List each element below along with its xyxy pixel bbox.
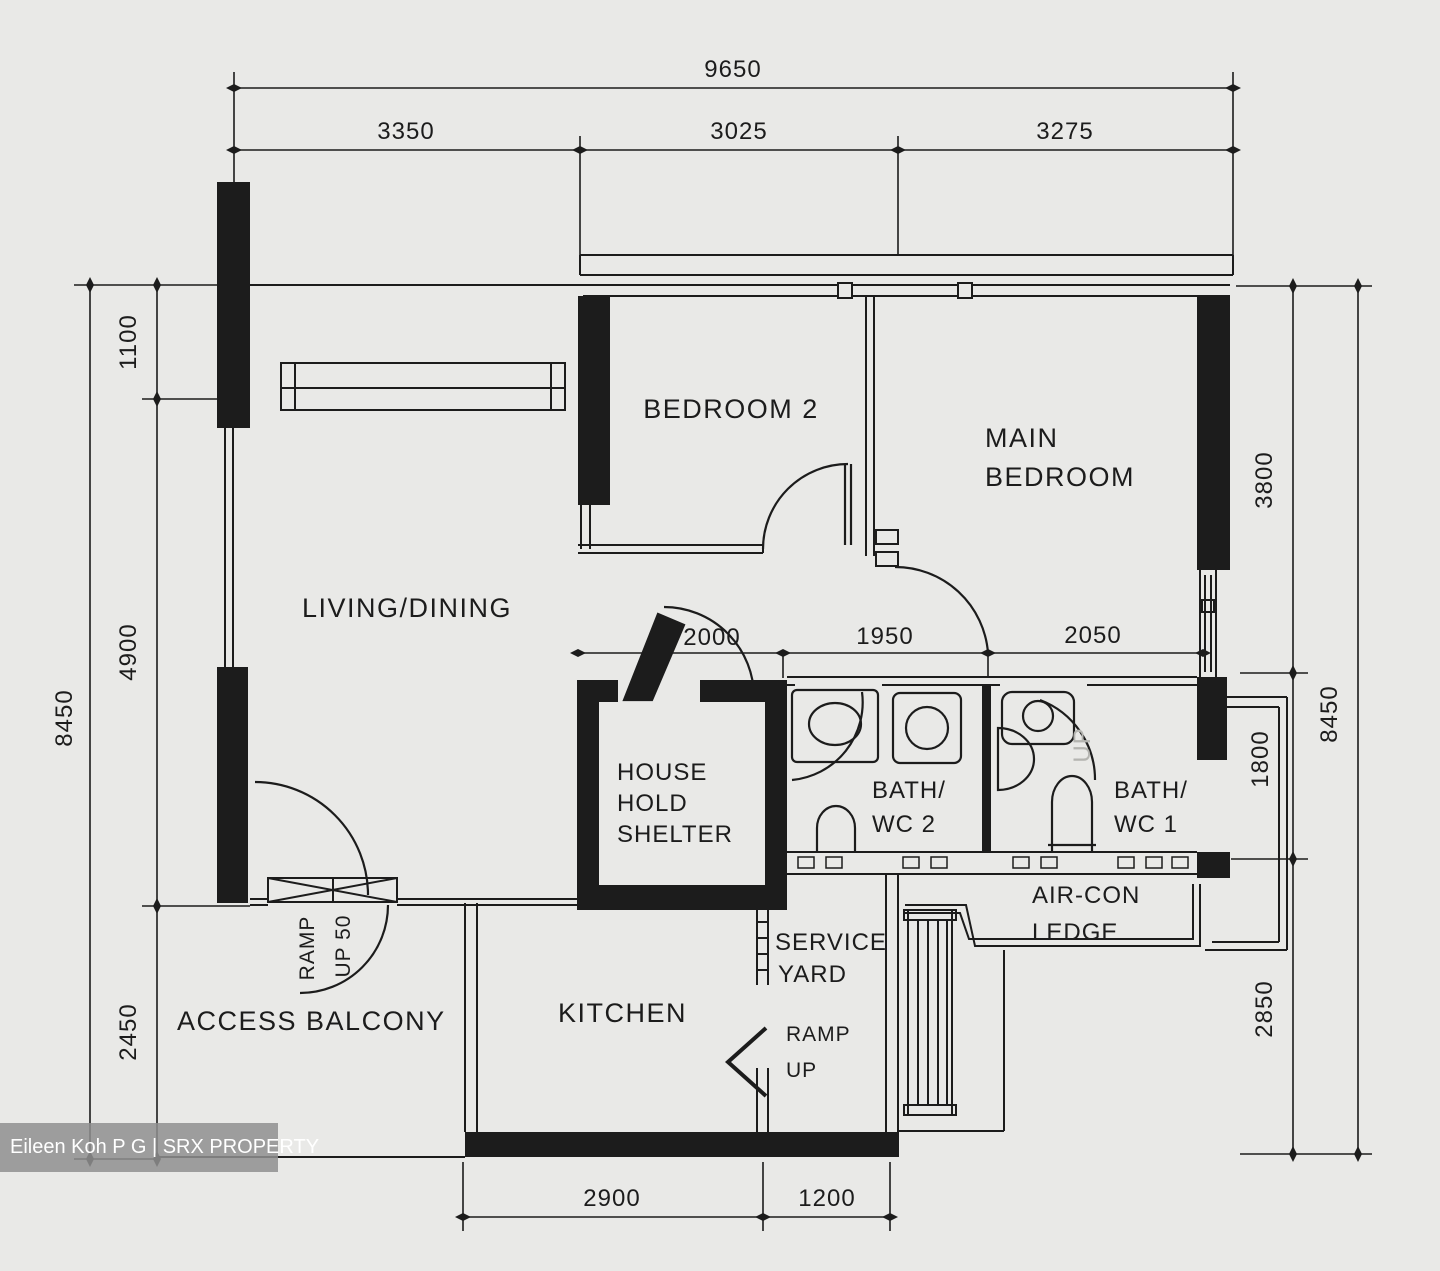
label-service-ramp-2: UP [786, 1059, 817, 1082]
room-label-shelter-1: HOUSE [617, 759, 707, 786]
shelter-door-arc [663, 605, 756, 698]
doors [254, 462, 1097, 995]
dim-right-seg2: 1800 [1247, 730, 1274, 787]
bath1-door-leaf [996, 726, 1036, 792]
walls [217, 182, 1230, 1157]
label-entrance-ramp-2: UP 50 [332, 915, 355, 978]
label-service-ramp-1: RAMP [786, 1023, 851, 1046]
room-label-bath1-1: BATH/ [1114, 777, 1188, 804]
bath2-shower [891, 691, 963, 765]
entrance-door-arc [254, 780, 370, 896]
dim-right-seg1: 3800 [1251, 451, 1278, 508]
room-label-aircon-2: LEDGE [1032, 919, 1118, 946]
wall-main-bedroom-right-upper [1197, 296, 1230, 570]
main-bedroom-door-arc [894, 565, 990, 654]
room-label-aircon-1: AIR-CON [1032, 882, 1140, 909]
shelter-door-leaf [622, 612, 686, 702]
bedroom2-door-arc [761, 462, 849, 550]
dim-interior-seg3: 2050 [1064, 622, 1121, 649]
wall-bath-divider [982, 685, 991, 852]
balcony-door-arc [299, 904, 390, 995]
label-entrance-ramp-1: RAMP [296, 916, 319, 981]
dim-left-seg1: 1100 [115, 314, 142, 370]
room-label-bath2-1: BATH/ [872, 777, 946, 804]
labels: 9650 3350 3025 3275 8450 1100 4900 2450 … [51, 56, 1343, 1212]
dim-top-seg3: 3275 [1036, 118, 1093, 145]
wall-column-top-left [217, 182, 250, 428]
room-label-service-yard-1: SERVICE [775, 929, 887, 956]
bath1-toilet [1050, 774, 1094, 852]
room-label-bedroom2: BEDROOM 2 [643, 394, 819, 424]
dim-interior-seg1: 2000 [683, 624, 740, 651]
room-label-service-yard-2: YARD [778, 961, 847, 988]
ledge-ladder [903, 909, 957, 1116]
bath2-vanity [790, 688, 880, 764]
wall-kitchen-bottom [465, 1132, 898, 1157]
dim-bottom-seg1: 2900 [583, 1185, 640, 1212]
room-label-bath2-2: WC 2 [872, 811, 936, 838]
bath2-shower-drain [904, 705, 950, 751]
bath1-vanity [1000, 690, 1076, 746]
bath2-toilet [815, 804, 857, 852]
room-label-shelter-3: SHELTER [617, 821, 733, 848]
room-label-kitchen: KITCHEN [558, 998, 687, 1028]
bath2-basin [807, 701, 863, 747]
wall-ledge-corner [1197, 852, 1230, 878]
dim-bottom-seg2: 1200 [798, 1185, 855, 1212]
wall-bedroom2-left [578, 296, 610, 505]
watermark: Eileen Koh P G | SRX PROPERTY [0, 1123, 319, 1172]
wall-lines [157, 254, 1288, 1158]
room-label-main-bedroom-2: BEDROOM [985, 462, 1135, 492]
dim-left-seg2: 4900 [115, 623, 142, 680]
fixtures [790, 688, 1096, 852]
bath2-door-arc [791, 691, 864, 782]
room-label-access-balcony: ACCESS BALCONY [177, 1006, 446, 1036]
vent-hatches [797, 856, 1189, 869]
dim-top-seg2: 3025 [710, 118, 767, 145]
room-label-bath1-2: WC 1 [1114, 811, 1178, 838]
dim-right-overall: 8450 [1316, 685, 1343, 742]
wall-main-bedroom-right-lower [1197, 677, 1227, 760]
dim-left-seg3: 2450 [115, 1003, 142, 1060]
dim-interior-seg2: 1950 [856, 623, 913, 650]
bath1-basin [1021, 699, 1055, 733]
bath1-door-arc [1039, 698, 1097, 781]
wall-shelter-bottom [577, 885, 787, 910]
room-label-shelter-2: HOLD [617, 790, 688, 817]
room-label-living-dining: LIVING/DINING [302, 593, 512, 623]
dim-right-seg3: 2850 [1251, 980, 1278, 1037]
label-faint-up: UP [1069, 727, 1096, 762]
dim-top-total: 9650 [704, 56, 761, 83]
dim-left-overall: 8450 [51, 689, 78, 746]
entrance-ramp [267, 877, 398, 903]
dimension-lines [74, 72, 1372, 1231]
room-label-main-bedroom-1: MAIN [985, 423, 1059, 453]
wall-column-entrance [217, 667, 248, 903]
service-ramp-arrow [725, 1026, 768, 1098]
dim-top-seg1: 3350 [377, 118, 434, 145]
